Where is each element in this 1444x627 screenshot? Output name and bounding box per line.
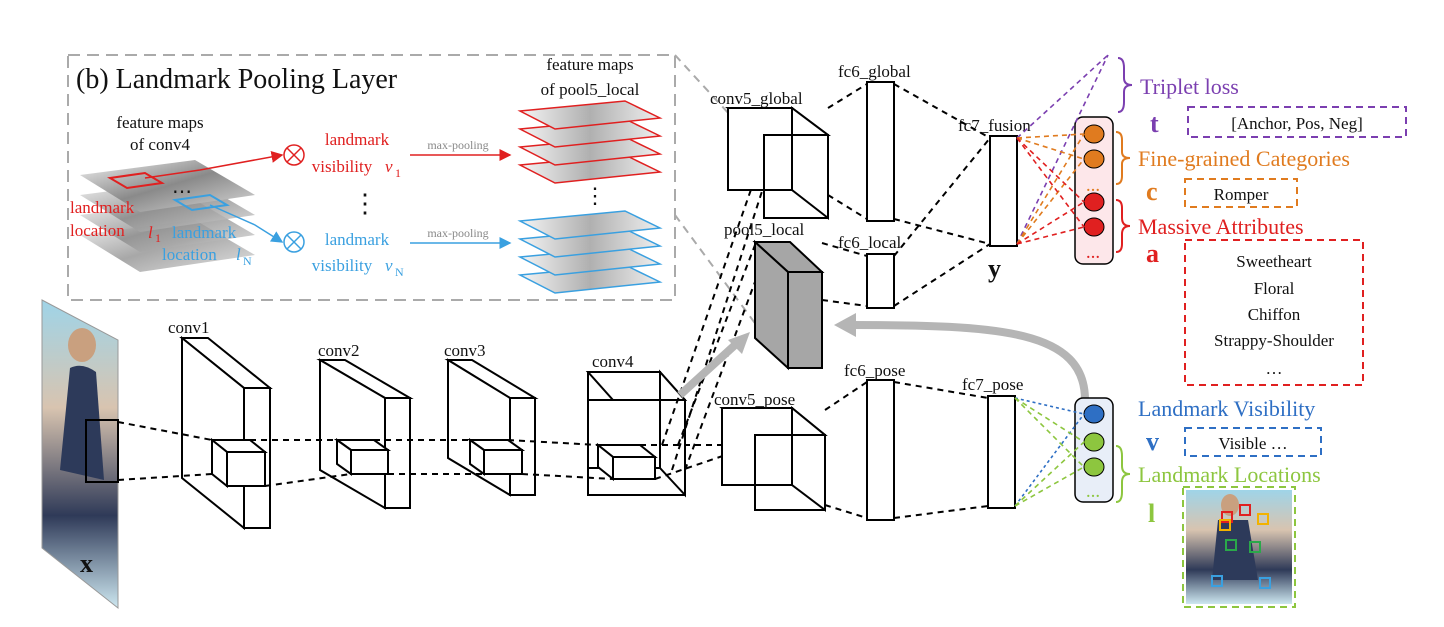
triplet-symbol: t bbox=[1150, 109, 1159, 138]
svg-text:v: v bbox=[385, 256, 393, 275]
conv5-pose-cube bbox=[719, 405, 828, 513]
svg-text:…: … bbox=[1086, 247, 1100, 262]
max-pooling-label-bottom: max-pooling bbox=[427, 226, 488, 240]
conv4-label: conv4 bbox=[592, 352, 634, 371]
locations-label: Landmark Locations bbox=[1138, 462, 1321, 487]
attribute-item: Sweetheart bbox=[1236, 252, 1312, 271]
svg-text:l: l bbox=[148, 223, 153, 242]
conv2-label: conv2 bbox=[318, 341, 360, 360]
fc6-global-label: fc6_global bbox=[838, 62, 911, 81]
multiply-symbol-bottom bbox=[283, 231, 305, 253]
conv3-cube bbox=[444, 358, 539, 497]
attribute-item: … bbox=[1266, 359, 1283, 378]
visibility-value: Visible … bbox=[1218, 434, 1287, 453]
fc7-pose-label: fc7_pose bbox=[962, 375, 1023, 394]
attribute-item: Strappy-Shoulder bbox=[1214, 331, 1334, 350]
attribute-item: Chiffon bbox=[1248, 305, 1301, 324]
conv3-label: conv3 bbox=[444, 341, 486, 360]
fc6-pose-label: fc6_pose bbox=[844, 361, 905, 380]
input-label: x bbox=[80, 549, 93, 578]
pool5-red-maps bbox=[517, 100, 663, 184]
svg-text:landmark: landmark bbox=[325, 130, 390, 149]
conv4-cube bbox=[585, 369, 688, 498]
fc6-local-layer bbox=[866, 253, 895, 309]
landmark-pooling-panel: (b) Landmark Pooling Layer feature maps … bbox=[67, 54, 761, 331]
visibility-label-top: landmark visibility v 1 bbox=[312, 130, 401, 180]
output-connections bbox=[1014, 54, 1109, 507]
categories-symbol: c bbox=[1146, 177, 1158, 206]
pooling-vdots: ⋮ bbox=[352, 189, 378, 218]
multiply-symbol-top bbox=[283, 144, 305, 166]
conv5-pose-label: conv5_pose bbox=[714, 390, 795, 409]
pool5-blue-maps bbox=[517, 210, 663, 294]
svg-text:1: 1 bbox=[395, 166, 401, 180]
fc7-pose-layer bbox=[987, 395, 1016, 509]
triplet-loss-output: Triplet loss t [Anchor, Pos, Neg] bbox=[1117, 57, 1407, 138]
visibility-label-bottom: landmark visibility v N bbox=[312, 230, 404, 279]
svg-text:1: 1 bbox=[155, 231, 161, 245]
fusion-output-label: y bbox=[988, 254, 1001, 283]
svg-text:l: l bbox=[236, 245, 241, 264]
fc6-local-label: fc6_local bbox=[838, 233, 902, 252]
categories-value: Romper bbox=[1214, 185, 1269, 204]
fusion-output-nodes: … … bbox=[1074, 116, 1114, 265]
conv5-global-cube bbox=[725, 106, 831, 221]
landmark-location-label: landmark location l 1 landmark location … bbox=[70, 198, 252, 268]
attribute-item: Floral bbox=[1254, 279, 1295, 298]
conv4-maps-caption-1: feature maps bbox=[116, 113, 203, 132]
conv2-cube bbox=[316, 358, 414, 510]
fc-connections bbox=[821, 83, 991, 519]
svg-text:landmark: landmark bbox=[70, 198, 135, 217]
fc6-pose-layer bbox=[866, 379, 895, 521]
svg-text:landmark: landmark bbox=[325, 230, 390, 249]
fc7-fusion-layer bbox=[989, 135, 1018, 247]
svg-text:v: v bbox=[385, 157, 393, 176]
categories-output: Fine-grained Categories c Romper bbox=[1115, 131, 1350, 208]
visibility-label: Landmark Visibility bbox=[1138, 396, 1315, 421]
pooling-panel-title: (b) Landmark Pooling Layer bbox=[76, 64, 398, 95]
pool5-maps-caption-1: feature maps bbox=[546, 55, 633, 74]
attributes-output: Massive Attributes a Sweetheart Floral C… bbox=[1115, 199, 1364, 386]
svg-text:location: location bbox=[70, 221, 125, 240]
svg-text:landmark: landmark bbox=[172, 223, 237, 242]
conv4-maps-caption-2: of conv4 bbox=[130, 135, 190, 154]
svg-text:visibility: visibility bbox=[312, 157, 373, 176]
conv4-feature-maps bbox=[80, 160, 255, 272]
max-pooling-label-top: max-pooling bbox=[427, 138, 488, 152]
conv1-cube bbox=[179, 335, 273, 531]
pool5-local-cube bbox=[752, 239, 825, 371]
svg-text:…: … bbox=[1086, 180, 1100, 195]
attributes-symbol: a bbox=[1146, 239, 1159, 268]
locations-output: Landmark Locations l bbox=[1115, 445, 1321, 608]
categories-label: Fine-grained Categories bbox=[1138, 146, 1350, 171]
pool5-maps-caption-2: of pool5_local bbox=[541, 80, 640, 99]
pool5-vdots: ⋮ bbox=[584, 183, 606, 208]
conv1-label: conv1 bbox=[168, 318, 210, 337]
fc7-fusion-label: fc7_fusion bbox=[958, 116, 1031, 135]
locations-symbol: l bbox=[1148, 499, 1155, 528]
svg-text:location: location bbox=[162, 245, 217, 264]
svg-text:visibility: visibility bbox=[312, 256, 373, 275]
landmark-location-photo bbox=[1186, 490, 1292, 604]
landmark-feedback-arrow bbox=[849, 321, 1089, 401]
attributes-label: Massive Attributes bbox=[1138, 214, 1304, 239]
svg-text:N: N bbox=[243, 254, 252, 268]
triplet-value: [Anchor, Pos, Neg] bbox=[1231, 114, 1363, 133]
pose-output-nodes: … bbox=[1074, 397, 1114, 503]
input-image bbox=[41, 299, 119, 610]
fc6-global-layer bbox=[866, 81, 895, 222]
pool5-local-label: pool5_local bbox=[724, 220, 805, 239]
visibility-symbol: v bbox=[1146, 427, 1159, 456]
visibility-output: Landmark Visibility v Visible … bbox=[1138, 396, 1322, 457]
conv4-hdots: ⋯ bbox=[172, 181, 192, 203]
conv4-to-pool-arrow bbox=[677, 342, 738, 398]
triplet-loss-label: Triplet loss bbox=[1140, 74, 1239, 99]
conv5-global-label: conv5_global bbox=[710, 89, 803, 108]
svg-text:N: N bbox=[395, 265, 404, 279]
svg-text:…: … bbox=[1086, 486, 1100, 501]
